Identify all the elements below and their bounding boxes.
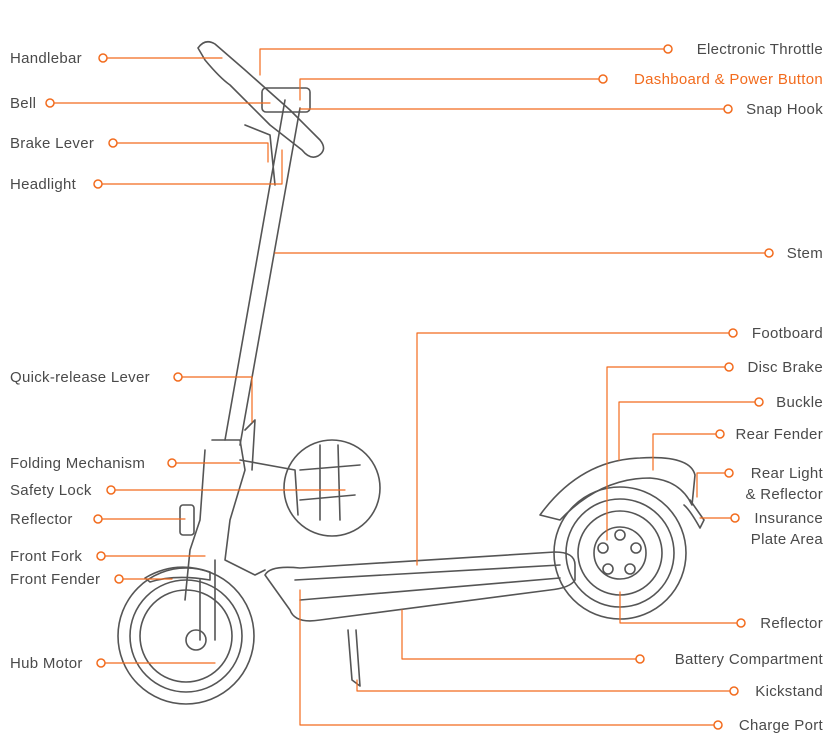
label-footboard: Footboard — [751, 325, 823, 342]
label-folding-mechanism: Folding Mechanism — [10, 455, 146, 472]
callout-dot-electronic-throttle — [663, 44, 673, 54]
label-kickstand: Kickstand — [755, 683, 823, 700]
deck-shape — [264, 551, 576, 622]
leader-line-headlight — [97, 149, 283, 185]
callout-dot-folding-mechanism — [167, 458, 177, 468]
label-brake-lever: Brake Lever — [10, 135, 95, 152]
callout-dot-hub-motor — [96, 658, 106, 668]
label-handlebar: Handlebar — [10, 50, 82, 67]
label-snap-hook: Snap Hook — [746, 101, 823, 118]
callout-dot-rear-fender — [715, 429, 725, 439]
leader-line-rear-light-reflector — [696, 472, 730, 498]
label-dashboard-power-button: Dashboard & Power Button — [634, 71, 823, 88]
label-front-fender: Front Fender — [10, 571, 101, 588]
label-disc-brake: Disc Brake — [747, 359, 823, 376]
label-safety-lock: Safety Lock — [10, 482, 92, 499]
callout-dot-buckle — [754, 397, 764, 407]
callout-dot-charge-port — [713, 720, 723, 730]
label-quick-release-lever: Quick-release Lever — [10, 369, 150, 386]
callout-dot-rear-light-reflector — [724, 468, 734, 478]
callout-dot-footboard — [728, 328, 738, 338]
callout-dot-quick-release-lever — [173, 372, 183, 382]
callout-dot-battery-compartment — [635, 654, 645, 664]
handlebar-shape — [197, 40, 325, 158]
label-rear-reflector: Reflector — [760, 615, 823, 632]
leader-line-kickstand — [356, 679, 735, 692]
callout-dot-handlebar — [98, 53, 108, 63]
callout-dot-snap-hook — [723, 104, 733, 114]
leader-line-quick-release-lever — [177, 376, 253, 423]
label-headlight: Headlight — [10, 176, 77, 193]
leader-line-dashboard-power-button — [299, 78, 604, 101]
callout-dot-safety-lock — [106, 485, 116, 495]
callout-dot-stem — [764, 248, 774, 258]
leader-line-buckle — [618, 401, 760, 461]
label-buckle: Buckle — [776, 394, 823, 411]
label-bell: Bell — [10, 95, 37, 112]
callout-dot-front-fork — [96, 551, 106, 561]
leader-line-rear-reflector — [619, 591, 742, 624]
leader-line-charge-port — [299, 589, 719, 726]
label-hub-motor: Hub Motor — [10, 655, 83, 672]
label-front-fork: Front Fork — [10, 548, 83, 565]
leader-line-disc-brake — [606, 366, 730, 541]
leader-line-brake-lever — [112, 142, 269, 163]
callout-dot-dashboard-power-button — [598, 74, 608, 84]
label-battery-compartment: Battery Compartment — [674, 651, 823, 668]
leader-line-electronic-throttle — [259, 48, 669, 76]
callout-dot-kickstand — [729, 686, 739, 696]
stem-shape — [224, 99, 301, 446]
label-electronic-throttle: Electronic Throttle — [696, 41, 823, 58]
callout-dot-front-fender — [114, 574, 124, 584]
label-charge-port: Charge Port — [738, 717, 823, 734]
leader-line-footboard — [416, 332, 734, 566]
rear-fender-shape — [539, 456, 696, 521]
callout-dot-brake-lever — [108, 138, 118, 148]
callout-dot-disc-brake — [724, 362, 734, 372]
label-front-reflector: Reflector — [10, 511, 73, 528]
callout-dot-bell — [45, 98, 55, 108]
leader-line-battery-compartment — [401, 609, 641, 660]
callout-dot-front-reflector — [93, 514, 103, 524]
label-rear-fender: Rear Fender — [735, 426, 823, 443]
callout-dot-rear-reflector — [736, 618, 746, 628]
label-stem: Stem — [786, 245, 823, 262]
label-rear-light-reflector: Rear Light& Reflector — [745, 465, 823, 503]
callout-dot-headlight — [93, 179, 103, 189]
callout-dot-insurance-plate-area — [730, 513, 740, 523]
leader-line-rear-fender — [652, 433, 721, 471]
safety-lock-inset — [239, 439, 381, 537]
